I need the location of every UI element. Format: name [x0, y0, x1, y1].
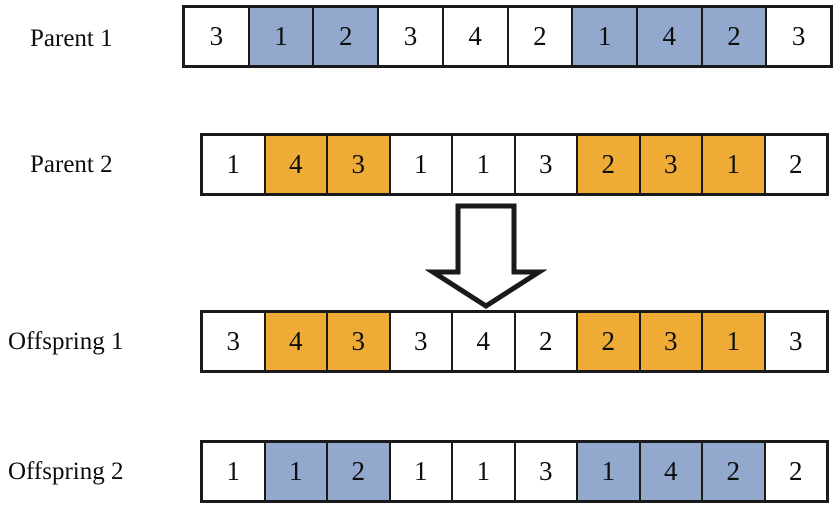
gene-cell: 3: [640, 313, 703, 370]
gene-cell: 4: [640, 443, 703, 500]
gene-cell: 2: [515, 313, 578, 370]
gene-cell: 2: [314, 8, 380, 65]
gene-cell: 3: [765, 313, 826, 370]
row-label-offspring-2: Offspring 2: [8, 458, 124, 485]
gene-cell: 1: [390, 443, 453, 500]
gene-cell: 3: [390, 313, 453, 370]
row-label-parent-1: Parent 1: [30, 25, 113, 52]
gene-cell: 2: [508, 8, 574, 65]
gene-cell: 3: [379, 8, 444, 65]
gene-cell: 4: [453, 313, 516, 370]
gene-cell: 1: [703, 136, 766, 193]
gene-cell: 1: [265, 443, 328, 500]
gene-cell: 1: [203, 443, 266, 500]
gene-cell: 4: [265, 136, 328, 193]
gene-cell: 2: [703, 443, 766, 500]
gene-cell: 2: [765, 136, 826, 193]
gene-cell: 2: [578, 313, 641, 370]
gene-cell: 3: [328, 313, 391, 370]
gene-cell: 3: [515, 136, 578, 193]
gene-cell: 1: [453, 136, 516, 193]
gene-cell: 4: [443, 8, 509, 65]
row-label-parent-2: Parent 2: [30, 151, 113, 178]
gene-cell: 1: [703, 313, 766, 370]
gene-cell: 2: [578, 136, 641, 193]
row-label-offspring-1: Offspring 1: [8, 328, 124, 355]
gene-cell: 1: [573, 8, 638, 65]
gene-cell: 3: [515, 443, 578, 500]
gene-cell: 2: [328, 443, 391, 500]
gene-cell: 1: [453, 443, 516, 500]
gene-cell: 3: [203, 313, 266, 370]
gene-cell: 1: [390, 136, 453, 193]
down-arrow-icon: [424, 200, 548, 312]
gene-cell: 3: [185, 8, 250, 65]
gene-cell: 3: [328, 136, 391, 193]
gene-cell: 3: [640, 136, 703, 193]
gene-cell: 4: [637, 8, 703, 65]
gene-cell: 1: [203, 136, 266, 193]
gene-cell: 2: [765, 443, 826, 500]
gene-cell: 3: [767, 8, 831, 65]
gene-cell: 2: [702, 8, 768, 65]
gene-cell: 1: [249, 8, 315, 65]
gene-cell: 4: [265, 313, 328, 370]
gene-cell: 1: [578, 443, 641, 500]
